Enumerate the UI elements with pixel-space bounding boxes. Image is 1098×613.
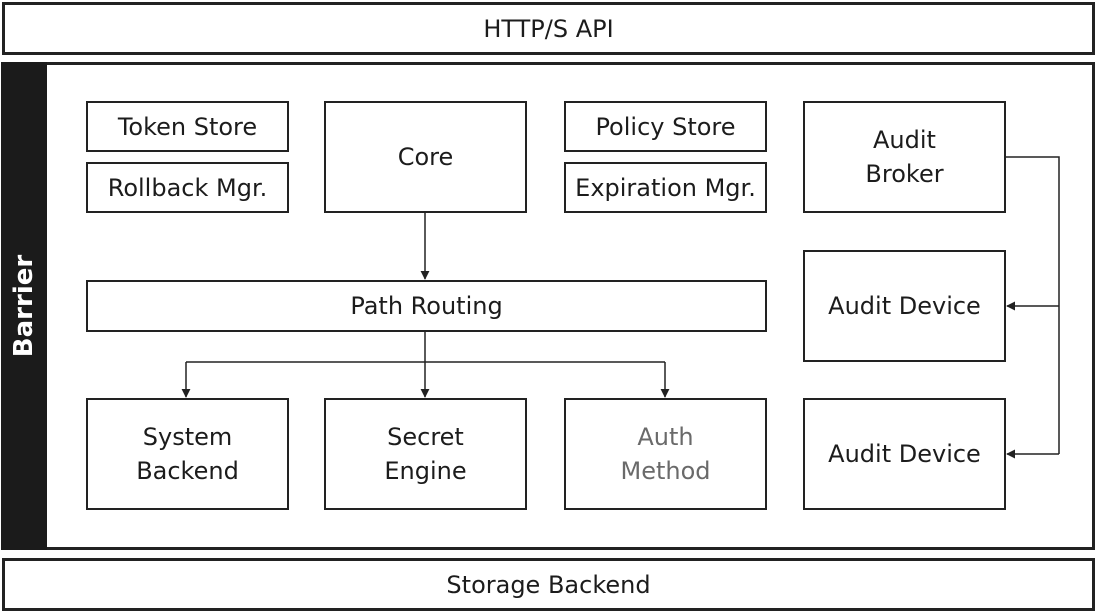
barrier-band [1, 62, 47, 550]
system-backend-box: System Backend [86, 398, 289, 510]
system-backend-label: System Backend [136, 423, 239, 485]
path-routing-label: Path Routing [350, 292, 503, 320]
http-api-label: HTTP/S API [483, 14, 614, 43]
storage-backend-label: Storage Backend [446, 570, 651, 599]
path-routing-box: Path Routing [86, 280, 767, 332]
expiration-mgr-label: Expiration Mgr. [575, 173, 756, 202]
token-store-box: Token Store [86, 101, 289, 152]
secret-engine-box: Secret Engine [324, 398, 527, 510]
http-api-box: HTTP/S API [2, 2, 1095, 55]
audit-broker-label: Audit Broker [865, 126, 944, 188]
policy-store-label: Policy Store [595, 112, 736, 141]
rollback-mgr-label: Rollback Mgr. [107, 173, 268, 202]
core-box: Core [324, 101, 527, 213]
rollback-mgr-box: Rollback Mgr. [86, 162, 289, 213]
storage-backend-box: Storage Backend [2, 558, 1095, 611]
audit-broker-box: Audit Broker [803, 101, 1006, 213]
policy-store-box: Policy Store [564, 101, 767, 152]
audit-device-label-1: Audit Device [828, 292, 981, 320]
audit-device-box-1: Audit Device [803, 250, 1006, 362]
token-store-label: Token Store [117, 112, 258, 141]
audit-device-label-2: Audit Device [828, 440, 981, 468]
expiration-mgr-box: Expiration Mgr. [564, 162, 767, 213]
broker-to-device-bus-line [1005, 156, 1060, 454]
auth-method-label: Auth Method [620, 423, 711, 485]
secret-engine-label: Secret Engine [384, 423, 467, 485]
audit-device-box-2: Audit Device [803, 398, 1006, 510]
auth-method-box: Auth Method [564, 398, 767, 510]
core-label: Core [397, 143, 454, 171]
